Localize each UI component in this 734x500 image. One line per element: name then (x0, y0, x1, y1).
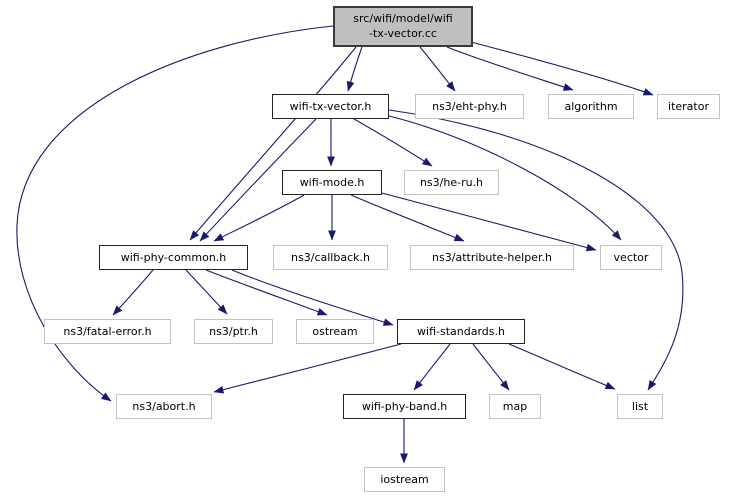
node-ns3-attribute-helper-h: ns3/attribute-helper.h (410, 245, 574, 270)
edge-root-to-wifi-phy-common-h (189, 46, 357, 241)
node-wifi-mode-h[interactable]: wifi-mode.h (282, 170, 382, 195)
edge-wifi-standards-h-to-map (472, 343, 510, 391)
edge-wifi-standards-h-to-wifi-phy-band-h (413, 343, 451, 391)
edge-wifi-phy-common-h-to-wifi-standards-h (231, 269, 394, 326)
edge-wifi-tx-vector-h-to-list (388, 109, 684, 391)
node-wifi-standards-h[interactable]: wifi-standards.h (397, 319, 525, 344)
edge-wifi-mode-h-to-attribute-helper-h (350, 194, 465, 242)
node-wifi-phy-common-h[interactable]: wifi-phy-common.h (99, 245, 248, 270)
node-label: ns3/eht-phy.h (432, 99, 507, 113)
node-ns3-he-ru-h: ns3/he-ru.h (404, 170, 499, 195)
node-ns3-callback-h: ns3/callback.h (273, 245, 388, 270)
node-label: wifi-phy-common.h (120, 250, 227, 264)
edge-wifi-tx-vector-h-to-wifi-phy-common-h (199, 118, 317, 242)
node-ns3-abort-h: ns3/abort.h (116, 394, 212, 419)
node-label: map (502, 399, 528, 413)
node-vector: vector (600, 245, 662, 270)
node-label: list (631, 399, 649, 413)
node-label: ns3/attribute-helper.h (432, 250, 552, 264)
node-label: ns3/ptr.h (209, 324, 258, 338)
node-label: wifi-tx-vector.h (289, 99, 372, 113)
node-algorithm: algorithm (548, 94, 634, 119)
edge-wifi-phy-common-h-to-fatal-error-h (112, 269, 154, 316)
node-ns3-ptr-h: ns3/ptr.h (194, 319, 273, 344)
edge-wifi-standards-h-to-list (508, 343, 616, 390)
node-label: src/wifi/model/wifi -tx-vector.cc (353, 11, 453, 40)
node-map: map (489, 394, 541, 419)
edge-wifi-tx-vector-h-to-vector (388, 115, 622, 241)
node-label: algorithm (564, 99, 618, 113)
node-label: ns3/abort.h (132, 399, 196, 413)
edge-wifi-mode-h-to-wifi-phy-common-h (213, 194, 305, 242)
edge-root-to-algorithm (446, 46, 574, 91)
node-label: wifi-mode.h (299, 175, 365, 189)
node-ns3-eht-phy-h: ns3/eht-phy.h (415, 94, 524, 119)
node-iterator: iterator (657, 94, 720, 119)
edge-wifi-phy-common-h-to-ptr-h (185, 269, 228, 315)
node-wifi-tx-vector-h[interactable]: wifi-tx-vector.h (272, 94, 389, 119)
node-label: ns3/he-ru.h (419, 175, 484, 189)
edge-wifi-phy-common-h-to-ostream (205, 269, 328, 316)
node-label: vector (613, 250, 649, 264)
node-label: iterator (668, 99, 709, 113)
node-label: ns3/fatal-error.h (63, 324, 152, 338)
node-label: ns3/callback.h (291, 250, 370, 264)
node-label: iostream (380, 472, 429, 486)
node-ostream: ostream (296, 319, 374, 344)
edge-root-to-iterator (470, 41, 654, 96)
node-iostream: iostream (364, 467, 445, 492)
edge-wifi-mode-h-to-vector (381, 192, 597, 252)
node-label: wifi-phy-band.h (361, 399, 448, 413)
node-ns3-fatal-error-h: ns3/fatal-error.h (44, 319, 171, 344)
node-label: wifi-standards.h (417, 324, 505, 338)
edge-wifi-standards-h-to-abort-h (213, 343, 402, 394)
node-src-wifi-model-wifi-tx-vector-cc: src/wifi/model/wifi -tx-vector.cc (333, 6, 473, 47)
edge-root-to-abort-h (16, 25, 334, 402)
edge-wifi-tx-vector-h-to-he-ru-h (353, 118, 433, 167)
edge-root-to-wifi-tx-vector-h (346, 46, 363, 92)
node-list: list (617, 394, 663, 419)
node-label: ostream (312, 324, 358, 338)
edge-root-to-eht-phy-h (419, 46, 456, 92)
node-wifi-phy-band-h[interactable]: wifi-phy-band.h (343, 394, 466, 419)
